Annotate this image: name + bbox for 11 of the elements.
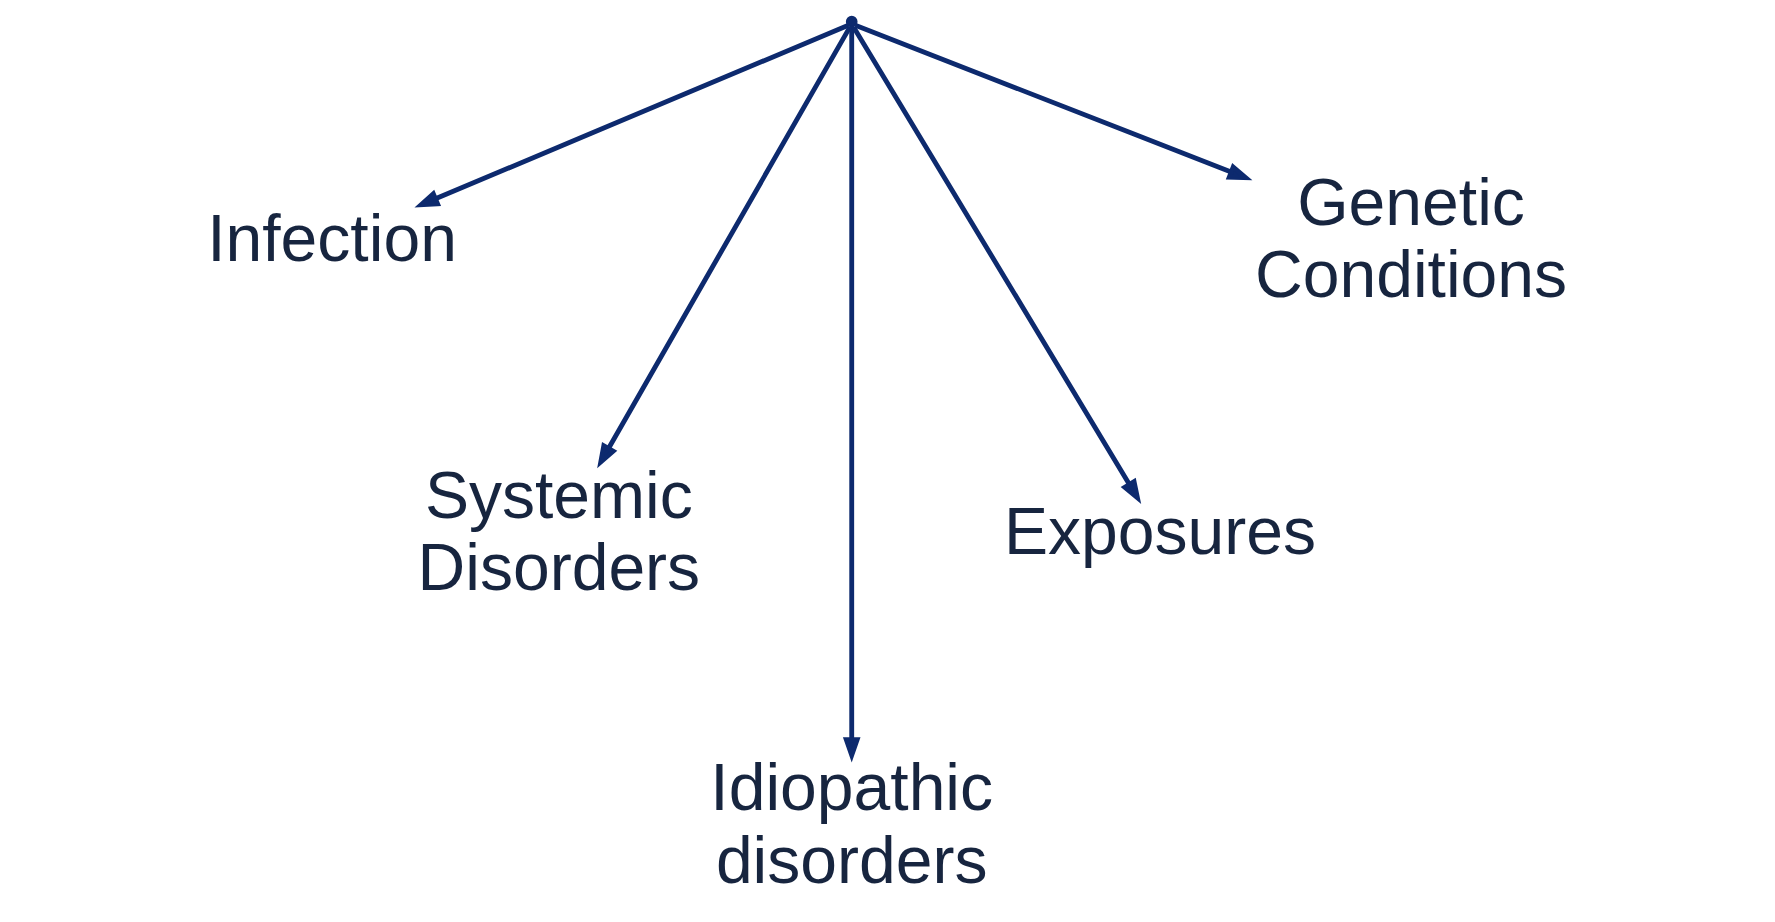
- node-text: Infection: [207, 200, 457, 275]
- node-text: Genetic Conditions: [1255, 164, 1568, 312]
- arrow: [597, 25, 852, 469]
- node-point: [845, 15, 858, 28]
- node-text: Idiopathic disorders: [710, 750, 994, 898]
- node-text: Systemic Disorders: [417, 457, 701, 605]
- arrow: [842, 26, 861, 763]
- arrow: [414, 23, 850, 208]
- node-text: Exposures: [1003, 493, 1317, 568]
- arrow: [854, 23, 1253, 181]
- arrow: [851, 25, 1142, 504]
